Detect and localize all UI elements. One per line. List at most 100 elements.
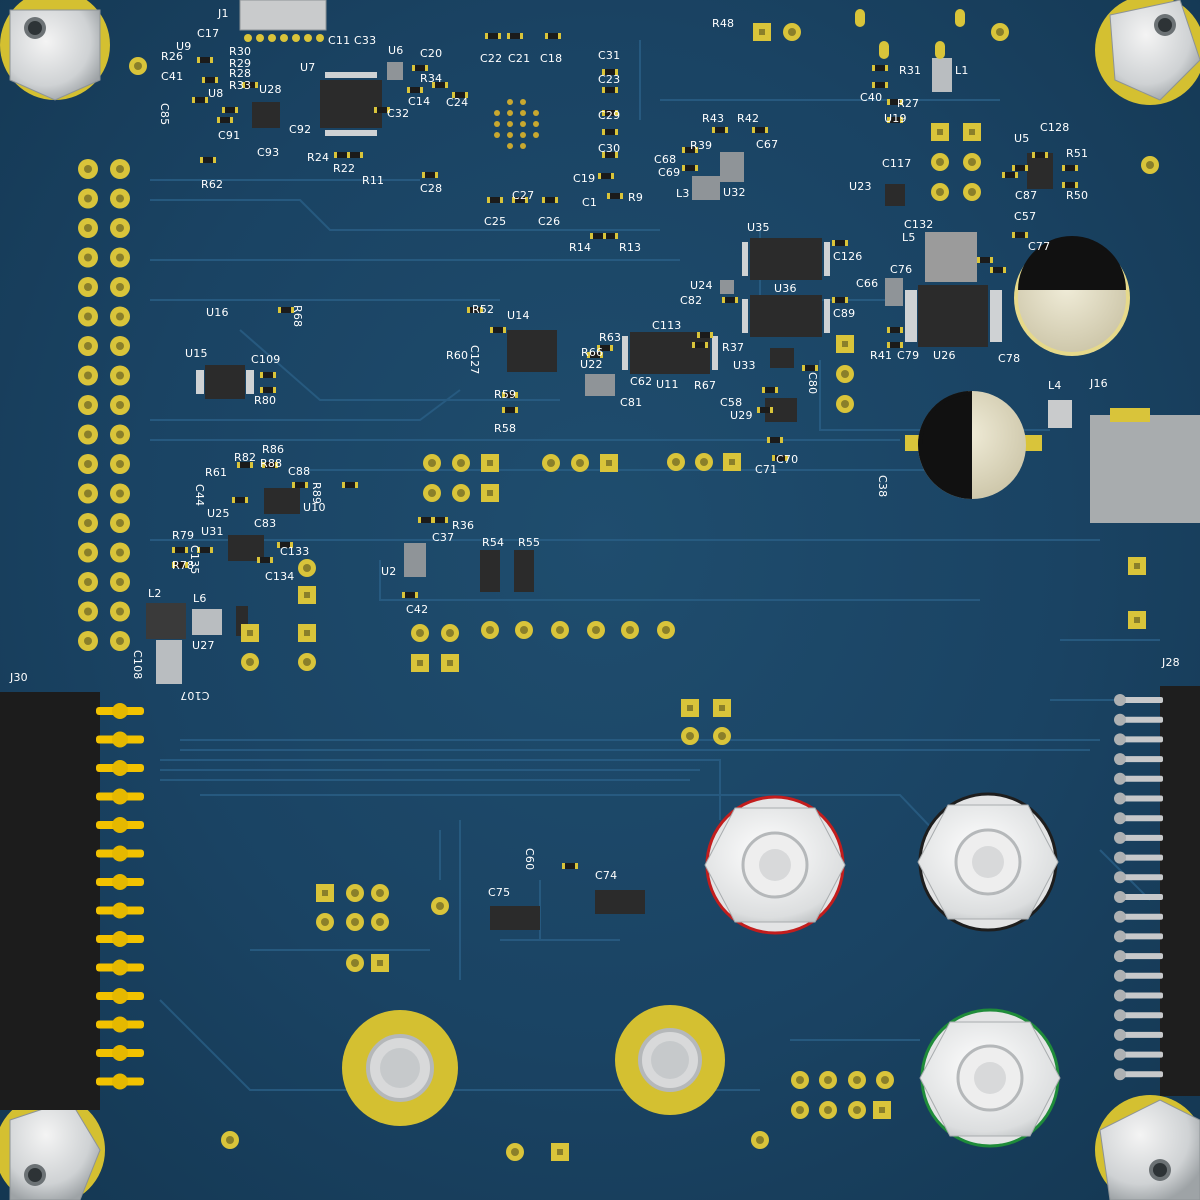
silkscreen-label: C57 [1014,210,1037,223]
silkscreen-label: C28 [420,182,443,195]
silkscreen-label: R22 [333,162,356,175]
silkscreen-label: C62 [630,375,653,388]
chip-passive [979,257,991,263]
chip-passive [469,307,481,313]
capacitor-c38 [905,391,1042,499]
chip-passive [504,407,516,413]
silkscreen-label: C128 [1040,121,1070,134]
left-pin-header [78,159,130,651]
chip-passive [889,117,901,123]
chip-passive [174,547,186,553]
chip-passive [699,332,711,338]
silkscreen-label: C91 [218,129,241,142]
chip-passive [599,345,611,351]
chip-passive [414,65,426,71]
silkscreen-label: R34 [420,72,443,85]
silkscreen-label: U36 [774,282,797,295]
silkscreen-label: C109 [251,353,281,366]
silkscreen-label: C17 [197,27,220,40]
chip-passive [889,99,901,105]
silkscreen-label: U27 [192,639,215,652]
silkscreen-label: U31 [201,525,224,538]
silkscreen-label: U16 [206,306,229,319]
silkscreen-label: L1 [955,64,969,77]
silkscreen-label: C23 [598,73,621,86]
j28-pin [1115,697,1163,703]
chip-passive [609,193,621,199]
silkscreen-label: R66 [581,346,604,359]
chip-passive [544,197,556,203]
chip-passive [344,482,356,488]
silkscreen-label: C134 [265,570,295,583]
chip-passive [804,365,816,371]
silkscreen-label: C133 [280,545,310,558]
chip-passive [564,863,576,869]
chip-passive [604,233,616,239]
silkscreen-label: C80 [806,372,819,395]
j28-pin [1115,913,1163,920]
j28-pin [1115,834,1163,841]
silkscreen-label: R28 [229,67,252,80]
silkscreen-label: L3 [676,187,690,200]
chip-passive [684,165,696,171]
silkscreen-label: R29 [229,57,252,70]
silkscreen-label: R31 [899,64,922,77]
silkscreen-label: R58 [494,422,517,435]
silkscreen-label: C30 [598,142,621,155]
silkscreen-label: J1 [218,7,229,20]
silkscreen-label: R68 [291,305,304,328]
chip-passive [424,172,436,178]
chip-passive [454,92,466,98]
silkscreen-label: C79 [897,349,920,362]
chip-passive [604,152,616,158]
chip-passive [604,110,616,116]
silkscreen-label: C75 [488,886,511,899]
silkscreen-label: U35 [747,221,770,234]
silkscreen-label: R82 [234,451,257,464]
silkscreen-label: C27 [512,189,535,202]
silkscreen-label: U22 [580,358,603,371]
chip-passive [280,307,292,313]
silkscreen-label: C74 [595,869,618,882]
chip-passive [889,327,901,333]
silkscreen-label: U11 [656,378,679,391]
chip-passive [834,240,846,246]
j28-pin [1115,854,1163,861]
chip-passive [724,297,736,303]
silkscreen-label: C127 [468,345,481,375]
silkscreen-label: R61 [205,466,228,479]
silkscreen-label: C26 [538,215,561,228]
silkscreen-label: C37 [432,531,455,544]
chip-passive [834,297,846,303]
chip-passive [592,233,604,239]
chip-passive [434,517,446,523]
chip-passive [889,342,901,348]
silkscreen-label: R55 [518,536,541,549]
chip-passive [199,547,211,553]
silkscreen-label: C31 [598,49,621,62]
capacitor-c77 [1014,236,1130,356]
silkscreen-label: R30 [229,45,252,58]
silkscreen-label: R48 [712,17,735,30]
silkscreen-label: R60 [446,349,469,362]
chip-passive [1014,165,1026,171]
silkscreen-label: C87 [1015,189,1038,202]
chip-passive [409,87,421,93]
silkscreen-label: C20 [420,47,443,60]
chip-passive [336,152,348,158]
silkscreen-label: U9 [176,40,192,53]
chip-passive [204,77,216,83]
silkscreen-label: U26 [933,349,956,362]
silkscreen-label: U15 [185,347,208,360]
silkscreen-label: U7 [300,61,316,74]
chip-passive [547,33,559,39]
silkscreen-label: C32 [387,107,410,120]
chip-passive [224,107,236,113]
chip-passive [759,407,771,413]
j28-pin [1115,1031,1163,1038]
j1-connector [239,0,327,42]
chip-passive [774,455,786,461]
silkscreen-label: C44 [193,484,206,507]
silkscreen-label: R54 [482,536,505,549]
